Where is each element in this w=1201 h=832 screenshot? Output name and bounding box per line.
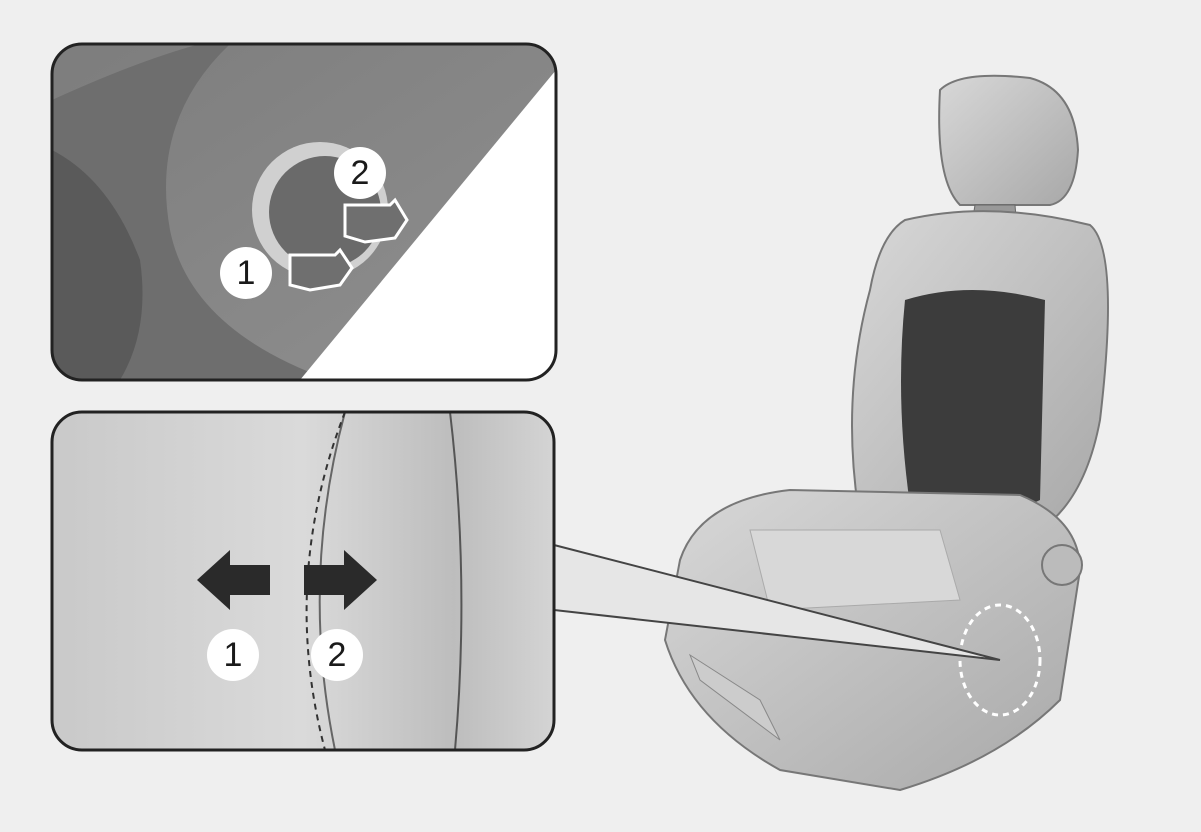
bottom-inset: 1 2 [50, 410, 556, 752]
press-arrow-2-icon [343, 197, 409, 244]
arrow-left-icon [197, 550, 270, 610]
arrow-right-icon [304, 550, 377, 610]
top-inset: 1 2 [50, 42, 558, 382]
bottom-label-1: 1 [224, 636, 243, 674]
top-label-1: 1 [237, 254, 256, 292]
press-arrow-1-icon [288, 247, 354, 292]
top-label-2: 2 [351, 154, 370, 192]
seat-illustration [663, 74, 1109, 792]
bottom-label-2: 2 [328, 636, 347, 674]
